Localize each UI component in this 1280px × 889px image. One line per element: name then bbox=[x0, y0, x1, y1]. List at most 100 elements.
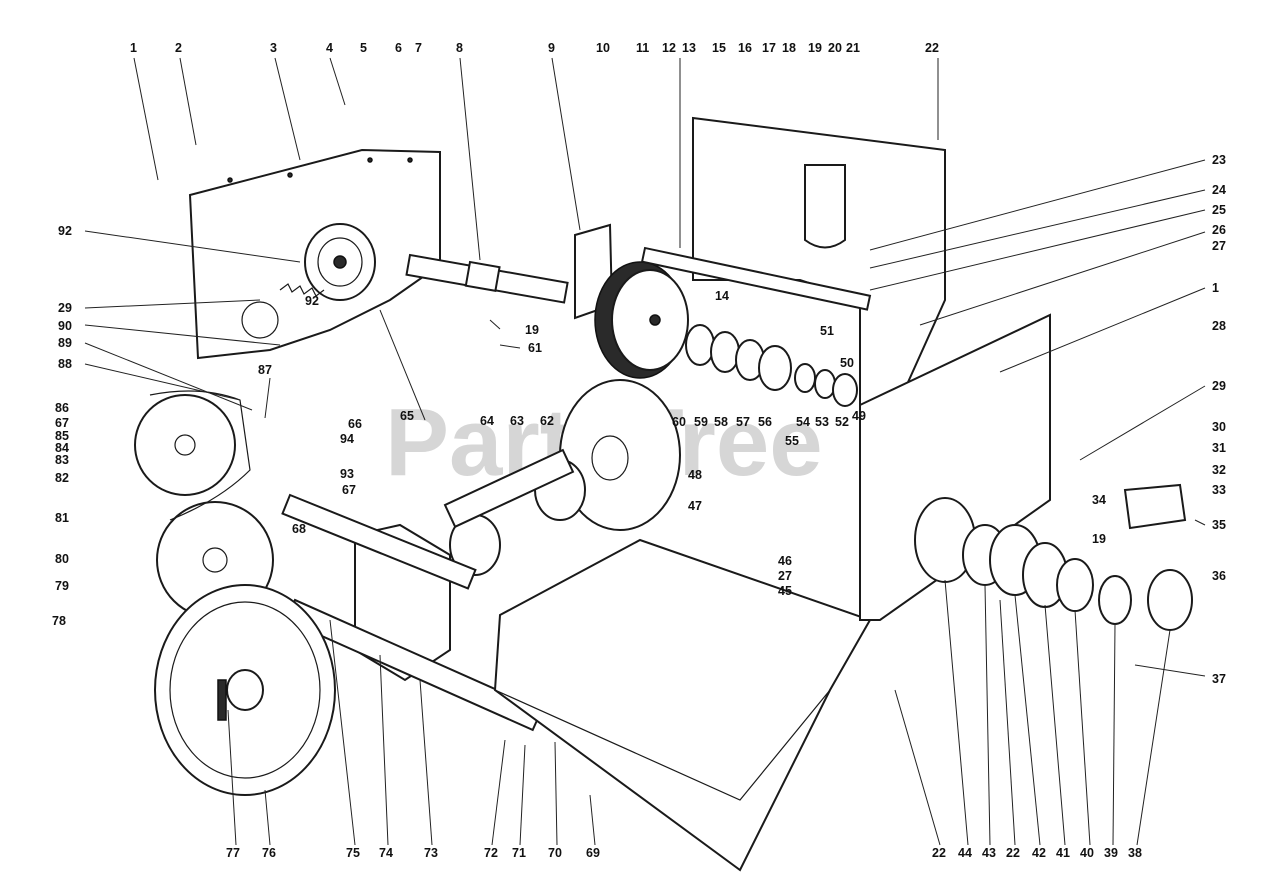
callout-label: 20 bbox=[828, 41, 842, 55]
callout-label: 43 bbox=[982, 846, 996, 860]
callout-label: 76 bbox=[262, 846, 276, 860]
callout-label: 39 bbox=[1104, 846, 1118, 860]
callout-label: 22 bbox=[932, 846, 946, 860]
callout-label: 92 bbox=[58, 224, 72, 238]
callout-label: 24 bbox=[1212, 183, 1226, 197]
callout-label: 15 bbox=[712, 41, 726, 55]
callout-label: 21 bbox=[846, 41, 860, 55]
callout-label: 55 bbox=[785, 434, 799, 448]
callout-label: 59 bbox=[694, 415, 708, 429]
callout-label: 58 bbox=[714, 415, 728, 429]
callout-label: 92 bbox=[305, 294, 319, 308]
callout-label: 75 bbox=[346, 846, 360, 860]
callout-label: 80 bbox=[55, 552, 69, 566]
callout-label: 19 bbox=[525, 323, 539, 337]
callout-label: 48 bbox=[688, 468, 702, 482]
callout-label: 3 bbox=[270, 41, 277, 55]
callout-label: 79 bbox=[55, 579, 69, 593]
callout-label: 83 bbox=[55, 453, 69, 467]
callout-label: 31 bbox=[1212, 441, 1226, 455]
callout-label: 1 bbox=[1212, 281, 1219, 295]
callout-label: 23 bbox=[1212, 153, 1226, 167]
callout-label: 5 bbox=[360, 41, 367, 55]
callout-label: 27 bbox=[778, 569, 792, 583]
callout-label: 70 bbox=[548, 846, 562, 860]
callout-label: 38 bbox=[1128, 846, 1142, 860]
callout-label: 6 bbox=[395, 41, 402, 55]
sprockets-and-chain bbox=[134, 390, 274, 619]
callout-label: 13 bbox=[682, 41, 696, 55]
callout-label: 37 bbox=[1212, 672, 1226, 686]
small-bracket bbox=[1123, 483, 1187, 530]
cross-shaft bbox=[640, 246, 872, 311]
callout-label: 2 bbox=[175, 41, 182, 55]
callout-label: 9 bbox=[548, 41, 555, 55]
callout-label: 12 bbox=[662, 41, 676, 55]
callout-label: 46 bbox=[778, 554, 792, 568]
callout-label: 68 bbox=[292, 522, 306, 536]
callout-label: 93 bbox=[340, 467, 354, 481]
callout-label: 25 bbox=[1212, 203, 1226, 217]
callout-label: 60 bbox=[672, 415, 686, 429]
callout-label: 77 bbox=[226, 846, 240, 860]
friction-wheel bbox=[594, 261, 689, 379]
callout-label: 89 bbox=[58, 336, 72, 350]
callout-label: 51 bbox=[820, 324, 834, 338]
callout-label: 63 bbox=[510, 414, 524, 428]
upper-shaft bbox=[405, 253, 569, 304]
callout-labels: 1 2 3 4 5 6 7 8 9 10 11 12 13 15 16 17 1… bbox=[52, 41, 1226, 860]
bearing-stack bbox=[685, 324, 858, 407]
leader-lines bbox=[84, 57, 1206, 846]
callout-label: 4 bbox=[326, 41, 333, 55]
callout-label: 8 bbox=[456, 41, 463, 55]
callout-label: 22 bbox=[925, 41, 939, 55]
callout-label: 18 bbox=[782, 41, 796, 55]
callout-label: 14 bbox=[715, 289, 729, 303]
callout-label: 90 bbox=[58, 319, 72, 333]
large-v-pulley bbox=[154, 584, 336, 796]
callout-label: 33 bbox=[1212, 483, 1226, 497]
callout-label: 41 bbox=[1056, 846, 1070, 860]
callout-label: 64 bbox=[480, 414, 494, 428]
callout-label: 67 bbox=[55, 416, 69, 430]
callout-label: 34 bbox=[1092, 493, 1106, 507]
callout-label: 44 bbox=[958, 846, 972, 860]
callout-label: 26 bbox=[1212, 223, 1226, 237]
callout-label: 62 bbox=[540, 414, 554, 428]
callout-label: 32 bbox=[1212, 463, 1226, 477]
callout-label: 85 bbox=[55, 429, 69, 443]
callout-label: 73 bbox=[424, 846, 438, 860]
callout-label: 52 bbox=[835, 415, 849, 429]
callout-label: 19 bbox=[808, 41, 822, 55]
callout-label: 72 bbox=[484, 846, 498, 860]
callout-label: 87 bbox=[258, 363, 272, 377]
callout-label: 78 bbox=[52, 614, 66, 628]
spring-left bbox=[279, 283, 325, 297]
callout-label: 53 bbox=[815, 415, 829, 429]
lower-shaft bbox=[281, 493, 543, 732]
callout-label: 81 bbox=[55, 511, 69, 525]
callout-label: 11 bbox=[636, 41, 649, 55]
callout-label: 65 bbox=[400, 409, 414, 423]
callout-label: 17 bbox=[762, 41, 776, 55]
callout-label: 66 bbox=[348, 417, 362, 431]
callout-label: 19 bbox=[1092, 532, 1106, 546]
callout-label: 40 bbox=[1080, 846, 1094, 860]
callout-label: 74 bbox=[379, 846, 393, 860]
callout-label: 22 bbox=[1006, 846, 1020, 860]
idler-pulley bbox=[304, 223, 376, 301]
callout-label: 42 bbox=[1032, 846, 1046, 860]
callout-label: 67 bbox=[342, 483, 356, 497]
callout-label: 88 bbox=[58, 357, 72, 371]
callout-label: 94 bbox=[340, 432, 354, 446]
callout-label: 45 bbox=[778, 584, 792, 598]
hub-assembly bbox=[443, 448, 586, 576]
callout-label: 1 bbox=[130, 41, 137, 55]
callout-label: 29 bbox=[58, 301, 72, 315]
callout-label: 69 bbox=[586, 846, 600, 860]
trough-housing bbox=[493, 538, 872, 872]
callout-label: 28 bbox=[1212, 319, 1226, 333]
callout-label: 10 bbox=[596, 41, 610, 55]
callout-label: 71 bbox=[512, 846, 526, 860]
callout-label: 82 bbox=[55, 471, 69, 485]
